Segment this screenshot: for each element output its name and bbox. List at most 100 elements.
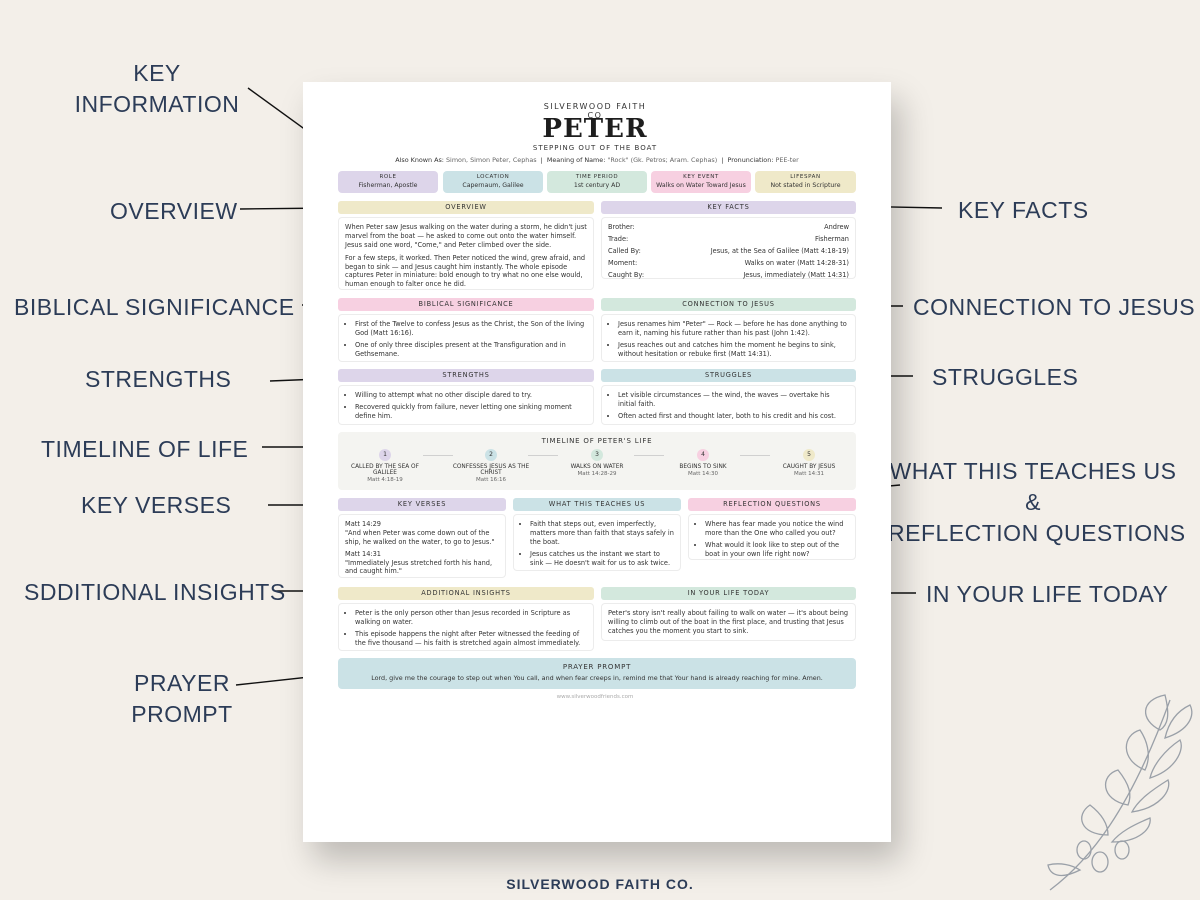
prayer-panel: PRAYER PROMPT Lord, give me the courage … <box>338 658 856 689</box>
step-number: 3 <box>591 449 603 461</box>
sheet-website: www.silverwoodfriends.com <box>556 694 634 700</box>
chip-key-event: KEY EVENT Walks on Water Toward Jesus <box>651 171 751 193</box>
significance-box: First of the Twelve to confess Jesus as … <box>338 314 594 362</box>
step-reference: Matt 14:31 <box>793 471 825 477</box>
overview-box: When Peter saw Jesus walking on the wate… <box>338 217 594 290</box>
timeline-title: TIMELINE OF PETER'S LIFE <box>541 437 653 445</box>
verse-reference: Matt 14:29 <box>345 520 381 528</box>
step-label: CALLED BY THE SEA OF GALILEE <box>351 464 419 476</box>
life-today-header: IN YOUR LIFE TODAY <box>601 587 856 600</box>
strength-item: Willing to attempt what no other discipl… <box>355 391 587 400</box>
fact-row: Caught By: Jesus, immediately (Matt 14:31… <box>608 271 849 280</box>
fact-label: Caught By: <box>608 270 645 279</box>
timeline-connector <box>528 455 558 456</box>
callout-struggles: STRUGGLES <box>932 364 1079 390</box>
callout-strengths: STRENGTHS <box>85 366 232 392</box>
callout-line: KEY <box>133 60 181 86</box>
step-reference: Matt 16:16 <box>475 477 507 483</box>
footer-brand: SILVERWOOD FAITH CO. <box>506 876 694 892</box>
timeline-connector <box>423 455 453 456</box>
chip-lifespan: LIFESPAN Not stated in Scripture <box>755 171 856 193</box>
fact-label: Brother: <box>608 223 635 231</box>
chip-time-period: TIME PERIOD 1st century AD <box>547 171 647 193</box>
timeline-step: 1 CALLED BY THE SEA OF GALILEE Matt 4:18… <box>340 449 430 483</box>
step-reference: Matt 4:18-19 <box>367 477 403 483</box>
chip-value: Not stated in Scripture <box>770 182 841 189</box>
aka-line: Also Known As: Simon, Simon Peter, Cepha… <box>395 156 799 164</box>
insight-item: This episode happens the night after Pet… <box>355 630 587 648</box>
step-label: BEGINS TO SINK <box>679 464 727 470</box>
step-number: 1 <box>379 449 391 461</box>
chip-value: Capernaum, Galilee <box>462 182 524 189</box>
chip-role: ROLE Fisherman, Apostle <box>338 171 438 193</box>
chip-label: KEY EVENT <box>683 174 719 180</box>
verse-text: "Immediately Jesus stretched forth his h… <box>345 558 493 576</box>
sheet-title: PETER <box>542 114 648 144</box>
name-meaning-value: "Rock" (Gk. Petros; Aram. Cephas) <box>607 156 718 164</box>
chip-label: LIFESPAN <box>790 174 821 180</box>
connection-header: CONNECTION TO JESUS <box>601 298 856 311</box>
step-number: 4 <box>697 449 709 461</box>
pronunciation-value: PEE-ter <box>775 156 799 164</box>
step-reference: Matt 14:30 <box>687 471 719 477</box>
prayer-title: PRAYER PROMPT <box>562 663 632 671</box>
overview-header: OVERVIEW <box>338 201 594 214</box>
strength-item: Recovered quickly from failure, never le… <box>355 403 587 421</box>
significance-header: BIBLICAL SIGNIFICANCE <box>338 298 594 311</box>
verse-reference: Matt 14:31 <box>345 549 381 558</box>
callout-line: WHAT THIS TEACHES US <box>889 458 1177 484</box>
significance-item: One of only three disciples present at t… <box>355 341 587 359</box>
aka-value: Simon, Simon Peter, Cephas <box>446 156 537 164</box>
teaches-header: WHAT THIS TEACHES US <box>513 498 681 511</box>
step-number: 5 <box>803 449 815 461</box>
strengths-box: Willing to attempt what no other discipl… <box>338 385 594 425</box>
chip-value: Walks on Water Toward Jesus <box>656 182 746 189</box>
timeline-step: 2 CONFESSES JESUS AS THE CHRIST Matt 16:… <box>446 449 536 483</box>
callout-key-information: KEY INFORMATION <box>62 58 252 120</box>
chip-location: LOCATION Capernaum, Galilee <box>443 171 543 193</box>
struggles-box: Let visible circumstances — the wind, th… <box>601 385 856 425</box>
pronunciation-label: Pronunciation: <box>727 156 774 164</box>
step-label: CAUGHT BY JESUS <box>782 464 836 470</box>
callout-biblical-significance: BIBLICAL SIGNIFICANCE <box>14 294 295 320</box>
fact-label: Trade: <box>608 234 629 243</box>
callout-line: INFORMATION <box>74 91 240 118</box>
callout-key-verses: KEY VERSES <box>81 492 232 518</box>
verses-box: Matt 14:29 "And when Peter was come down… <box>338 514 506 578</box>
callout-prayer-prompt: PRAYER PROMPT <box>112 668 252 730</box>
fact-label: Called By: <box>608 246 641 255</box>
callout-line: PROMPT <box>131 701 233 728</box>
strengths-header: STRENGTHS <box>338 369 594 382</box>
name-meaning-label: Meaning of Name: <box>546 156 606 164</box>
timeline-connector <box>634 455 664 456</box>
chip-label: LOCATION <box>476 174 510 180</box>
callout-line: & <box>1025 489 1041 516</box>
prayer-text: Lord, give me the courage to step out wh… <box>371 674 823 682</box>
insights-header: ADDITIONAL INSIGHTS <box>338 587 594 600</box>
key-facts-box: Brother:Andrew Trade:Fisherman Called By… <box>601 217 856 279</box>
fact-value: Jesus, immediately (Matt 14:31) <box>743 270 849 279</box>
life-today-text: Peter's story isn't really about failing… <box>608 609 849 635</box>
callout-key-facts: KEY FACTS <box>958 197 1089 223</box>
overview-paragraph: For a few steps, it worked. Then Peter n… <box>345 253 586 289</box>
life-today-box: Peter's story isn't really about failing… <box>601 603 856 641</box>
callout-additional-insights: SDDITIONAL INSIGHTS <box>24 579 286 605</box>
connection-item: Jesus reaches out and catches him the mo… <box>618 341 849 359</box>
fact-row: Moment:Walks on water (Matt 14:28-31) <box>608 259 849 268</box>
timeline-connector <box>740 455 770 456</box>
chip-label: ROLE <box>379 174 397 180</box>
step-label: WALKS ON WATER <box>570 464 624 470</box>
reflection-item: Where has fear made you notice the wind … <box>705 520 849 538</box>
struggle-item: Often acted first and thought later, bot… <box>618 412 849 421</box>
sheet-subtitle: STEPPING OUT OF THE BOAT <box>532 144 658 152</box>
fact-row: Called By:Jesus, at the Sea of Galilee (… <box>608 247 849 256</box>
struggles-header: STRUGGLES <box>601 369 856 382</box>
key-facts-header: KEY FACTS <box>601 201 856 214</box>
timeline-panel: TIMELINE OF PETER'S LIFE 1 CALLED BY THE… <box>338 432 856 490</box>
timeline-step: 4 BEGINS TO SINK Matt 14:30 <box>658 449 748 477</box>
significance-item: First of the Twelve to confess Jesus as … <box>355 320 587 338</box>
overview-paragraph: When Peter saw Jesus walking on the wate… <box>345 223 587 249</box>
fact-row: Trade:Fisherman <box>608 235 849 244</box>
reflection-item: What would it look like to step out of t… <box>705 541 849 559</box>
fact-value: Walks on water (Matt 14:28-31) <box>744 258 849 267</box>
